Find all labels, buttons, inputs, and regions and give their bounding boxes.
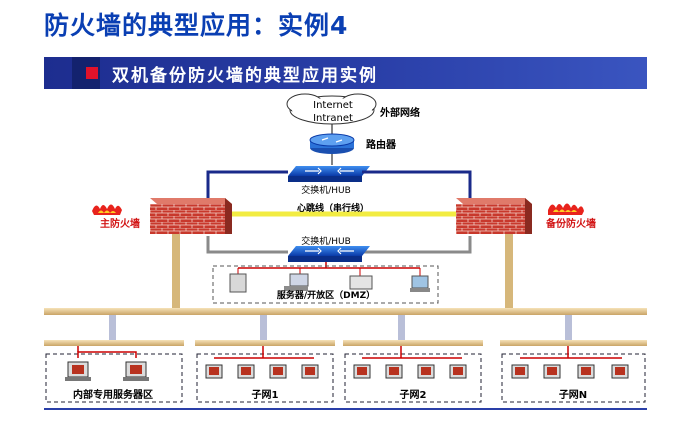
page-title: 防火墙的典型应用：实例4 [44, 11, 349, 40]
external-network-label: 外部网络 [379, 106, 420, 119]
lower-switch-label: 交换机/HUB [301, 235, 351, 247]
internet-cloud-icon [286, 93, 377, 125]
top-switch-label: 交换机/HUB [301, 184, 351, 196]
bus-subnetN [500, 340, 647, 346]
drop-subnet1 [260, 315, 267, 340]
link-switch-primary [206, 170, 288, 198]
drop-subnetN [565, 315, 572, 340]
link-switch-backup [362, 170, 472, 198]
drop-subnet2 [398, 315, 405, 340]
zone-subnet2 [344, 353, 482, 403]
bus-internal [44, 340, 184, 346]
dmz-label: 服务器/开放区（DMZ） [277, 289, 375, 301]
cloud-label-2: Intranet [313, 113, 353, 124]
bottom-rule [44, 408, 647, 410]
subnet1-pc-icons [205, 346, 319, 379]
backup-firewall-label: 备份防火墙 [545, 217, 596, 230]
zone-internal [45, 353, 183, 403]
link-primary-lower-switch [206, 236, 288, 254]
subnet-label-2: 子网2 [400, 389, 427, 401]
top-switch-icon [288, 166, 370, 182]
banner: 双机备份防火墙的典型应用实例 [44, 57, 647, 89]
primary-firewall-label: 主防火墙 [100, 217, 140, 230]
backup-fire-icon [548, 203, 584, 215]
zone-subnetN [501, 353, 646, 403]
primary-firewall-icon [150, 198, 232, 234]
internal-server-icons [65, 346, 149, 381]
drop-internal [109, 315, 116, 340]
subnet-label-1: 子网1 [252, 389, 279, 401]
subnet2-pc-icons [353, 346, 467, 379]
primary-fire-icon [92, 204, 122, 215]
link-backup-lower-switch [362, 236, 472, 254]
banner-bullet-icon [86, 67, 98, 79]
cloud-label-1: Internet [313, 100, 353, 111]
router-label: 路由器 [366, 138, 397, 151]
subnet-label-internal: 内部专用服务器区 [73, 388, 153, 401]
backup-firewall-post [505, 232, 513, 308]
bus-subnet2 [343, 340, 483, 346]
router-icon [309, 133, 355, 154]
zone-subnet1 [196, 353, 334, 403]
bus-subnet1 [195, 340, 335, 346]
lower-switch-icon [288, 246, 370, 262]
main-bus [44, 308, 647, 315]
primary-firewall-post [172, 232, 180, 308]
subnet-label-n: 子网N [559, 389, 587, 401]
banner-title: 双机备份防火墙的典型应用实例 [112, 66, 378, 86]
subnetN-pc-icons [511, 346, 629, 379]
dmz-server-icons [229, 268, 430, 293]
heartbeat-label: 心跳线（串行线） [297, 202, 369, 214]
dmz-zone [212, 265, 439, 304]
backup-firewall-icon [456, 198, 532, 234]
